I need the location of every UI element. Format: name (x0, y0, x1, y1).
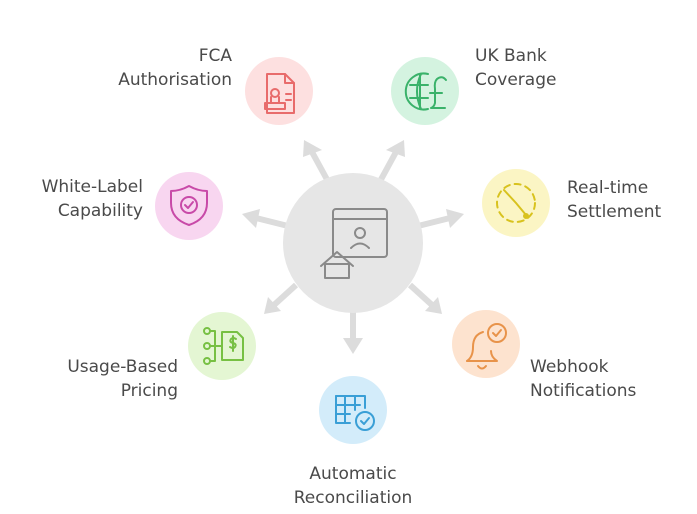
arrow-to-whitelabel (242, 209, 289, 229)
label-pricing: Usage-Based Pricing (20, 355, 178, 403)
label-fca: FCA Authorisation (60, 44, 232, 92)
label-bank-line1: UK Bank (475, 46, 547, 66)
arrow-to-webhook (407, 282, 442, 314)
label-settlement-line2: Settlement (567, 202, 662, 222)
license-document-icon (264, 73, 295, 114)
feature-node-bank (391, 57, 459, 125)
arrow-to-settlement (417, 209, 464, 229)
central-hub (283, 173, 423, 313)
feature-node-pricing (188, 312, 256, 380)
label-webhook-line2: Notifications (530, 381, 637, 401)
flow-dollar-icon (203, 327, 244, 365)
label-reconciliation-line2: Reconciliation (293, 488, 413, 508)
label-webhook-line1: Webhook (530, 357, 609, 377)
label-settlement: Real-time Settlement (567, 176, 695, 224)
arrow-to-fca (303, 140, 333, 187)
globe-pound-icon (404, 72, 447, 111)
home-office-icon (320, 208, 388, 279)
label-fca-line1: FCA (198, 46, 232, 66)
feature-node-whitelabel (155, 172, 223, 240)
label-bank-line2: Coverage (475, 70, 557, 90)
feature-node-reconciliation (319, 376, 387, 444)
bell-check-icon (466, 323, 507, 370)
label-whitelabel-line2: Capability (57, 201, 143, 221)
label-whitelabel-line1: White-Label (41, 177, 143, 197)
shield-check-icon (170, 185, 208, 226)
label-webhook: Webhook Notifications (530, 355, 690, 403)
label-reconciliation: Automatic Reconciliation (268, 462, 438, 510)
feature-node-webhook (452, 310, 520, 378)
label-bank: UK Bank Coverage (475, 44, 655, 92)
feature-node-settlement (482, 169, 550, 237)
label-pricing-line2: Pricing (120, 381, 178, 401)
dashed-clock-icon (496, 183, 536, 223)
label-fca-line2: Authorisation (118, 70, 232, 90)
arrow-to-bank (375, 140, 405, 187)
arrow-to-pricing (264, 282, 299, 314)
label-reconciliation-line1: Automatic (309, 464, 397, 484)
label-whitelabel: White-Label Capability (10, 175, 143, 223)
grid-check-icon (335, 395, 375, 431)
label-pricing-line1: Usage-Based (67, 357, 178, 377)
label-settlement-line1: Real-time (567, 178, 649, 198)
arrow-to-reconciliation (343, 310, 363, 354)
feature-node-fca (245, 57, 313, 125)
